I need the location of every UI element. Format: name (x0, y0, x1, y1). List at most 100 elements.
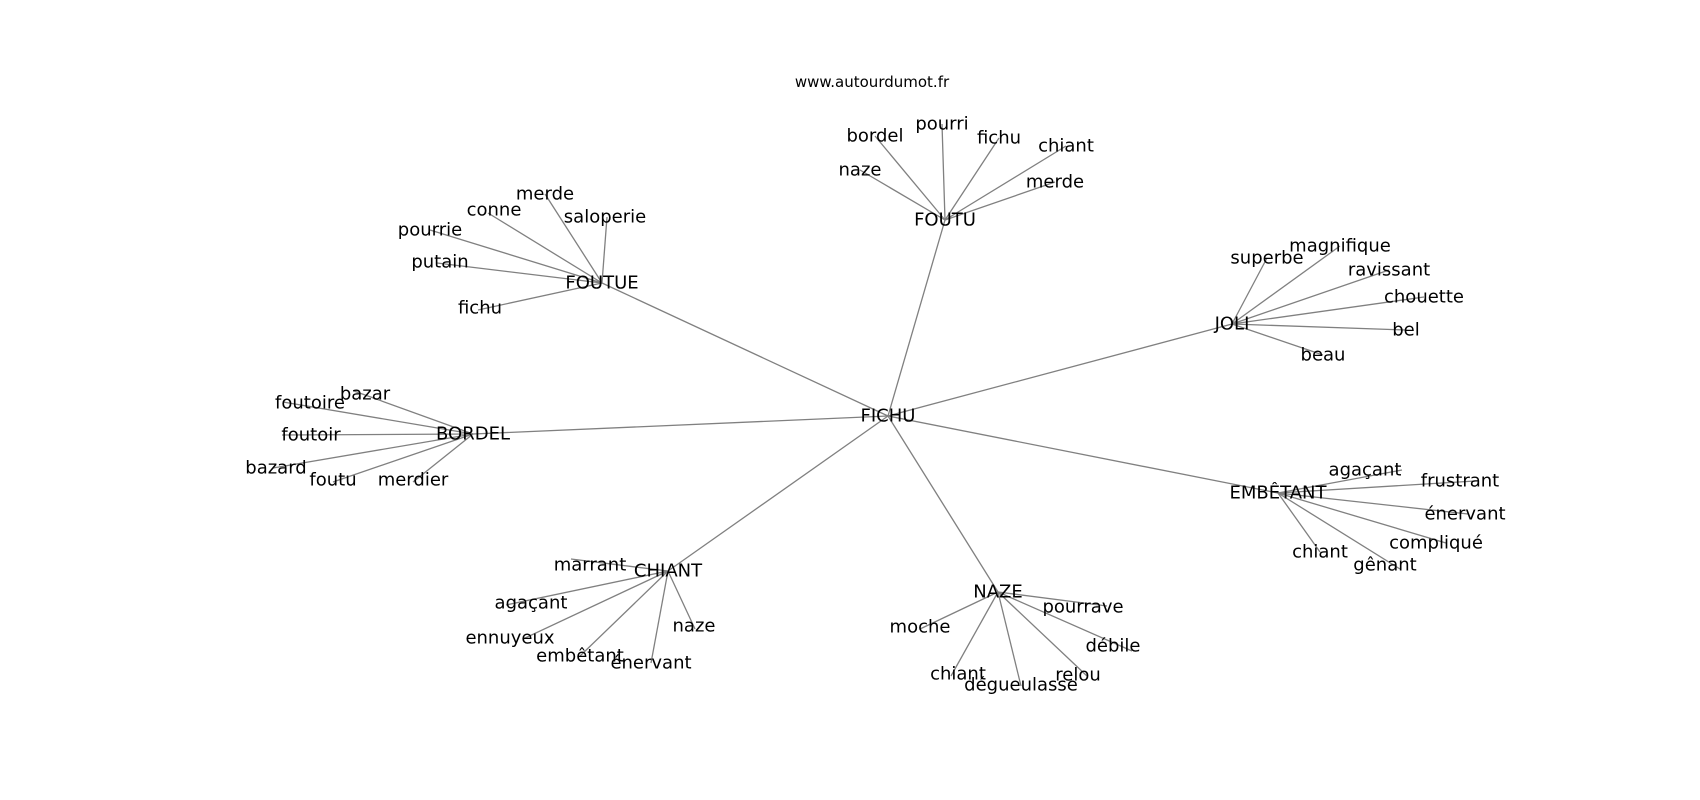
edge-embetant-leaf (1277, 469, 1403, 494)
edge-joli-leaf (1231, 323, 1324, 356)
leaf-word-chiant[interactable]: énervant (610, 653, 691, 674)
edge-naze-leaf (997, 591, 1022, 687)
leaf-word-naze[interactable]: moche (890, 617, 951, 638)
edge-chiant-leaf (579, 570, 669, 657)
labels: www.autourdumot.fr FICHU naze bordel pourr… (245, 73, 1505, 696)
edge-joli-leaf (1231, 296, 1425, 325)
edge-chiant-leaf (570, 558, 669, 572)
leaf-word-embetant[interactable]: chiant (1292, 542, 1348, 563)
edge-center-foutue (601, 282, 889, 417)
edge-center-naze (887, 415, 999, 593)
leaf-word-foutu[interactable]: naze (839, 160, 882, 181)
cluster-word-joli[interactable]: JOLI (1214, 314, 1250, 335)
edge-center-chiant (667, 415, 889, 572)
leaf-word-foutue[interactable]: putain (411, 252, 468, 273)
leaf-word-foutu[interactable]: fichu (977, 128, 1021, 149)
leaf-word-chiant[interactable]: marrant (554, 555, 627, 576)
leaf-word-foutue[interactable]: merde (516, 184, 574, 205)
leaf-word-joli[interactable]: bel (1392, 320, 1420, 341)
leaf-word-chiant[interactable]: embêtant (536, 646, 624, 667)
edge-naze-leaf (997, 591, 1133, 652)
cluster-word-naze[interactable]: NAZE (973, 582, 1022, 603)
cluster-word-embetant[interactable]: EMBÊTANT (1230, 482, 1328, 504)
edge-chiant-leaf (505, 570, 669, 606)
leaf-word-joli[interactable]: ravissant (1348, 260, 1430, 281)
leaf-word-joli[interactable]: magnifique (1289, 236, 1391, 257)
leaf-word-embetant[interactable]: frustrant (1421, 471, 1499, 492)
edge-joli-leaf (1231, 269, 1390, 325)
leaf-word-foutu[interactable]: chiant (1038, 136, 1094, 157)
leaf-word-foutue[interactable]: conne (467, 200, 522, 221)
leaf-word-naze[interactable]: relou (1055, 665, 1101, 686)
cluster-word-foutue[interactable]: FOUTUE (565, 273, 638, 294)
edge-foutu-leaf (859, 169, 946, 221)
edge-chiant-leaf (522, 570, 669, 640)
edge-joli-leaf (1231, 323, 1407, 331)
leaf-word-embetant[interactable]: gênant (1353, 555, 1416, 576)
leaf-word-foutue[interactable]: saloperie (564, 207, 646, 228)
edge-joli-leaf (1231, 257, 1268, 325)
edge-bordel-leaf (282, 401, 474, 435)
leaf-word-joli[interactable]: superbe (1230, 248, 1303, 269)
cluster-word-chiant[interactable]: CHIANT (634, 561, 703, 582)
edge-foutu-leaf (944, 145, 1067, 221)
edge-bordel-leaf (332, 433, 474, 483)
leaf-word-chiant[interactable]: naze (673, 616, 716, 637)
edge-bordel-leaf (353, 390, 474, 435)
edge-bordel-leaf (272, 433, 474, 469)
edge-embetant-leaf (1277, 492, 1469, 515)
leaf-word-embetant[interactable]: agaçant (1329, 460, 1402, 481)
edge-embetant-leaf (1277, 492, 1321, 553)
leaf-word-bordel[interactable]: foutu (309, 470, 356, 491)
edge-naze-leaf (997, 591, 1088, 677)
leaf-word-joli[interactable]: chouette (1384, 287, 1464, 308)
leaf-word-bordel[interactable]: bazard (245, 458, 306, 479)
leaf-word-chiant[interactable]: ennuyeux (465, 628, 554, 649)
leaf-word-bordel[interactable]: foutoir (281, 425, 341, 446)
edge-foutue-leaf (544, 193, 603, 284)
leaf-word-bordel[interactable]: foutoire (275, 393, 345, 414)
edge-foutue-leaf (487, 212, 603, 284)
leaf-word-chiant[interactable]: agaçant (495, 593, 568, 614)
edge-bordel-leaf (412, 433, 474, 483)
edge-foutue-leaf (601, 216, 608, 284)
edge-naze-leaf (950, 591, 999, 677)
site-credit: www.autourdumot.fr (795, 73, 950, 91)
edge-foutue-leaf (429, 229, 603, 284)
edge-foutue-leaf (436, 262, 603, 284)
edge-foutu-leaf (941, 123, 946, 221)
edges (272, 123, 1476, 687)
edge-naze-leaf (919, 591, 999, 630)
edge-chiant-leaf (650, 570, 669, 664)
edge-center-bordel (472, 415, 889, 435)
edge-center-foutu (887, 219, 946, 417)
leaf-word-embetant[interactable]: énervant (1424, 504, 1505, 525)
edge-bordel-leaf (281, 433, 474, 436)
leaf-word-foutu[interactable]: bordel (846, 126, 903, 147)
leaf-word-joli[interactable]: beau (1301, 345, 1346, 366)
edge-joli-leaf (1231, 245, 1341, 325)
leaf-word-bordel[interactable]: merdier (378, 470, 449, 491)
edge-embetant-leaf (1277, 492, 1447, 544)
leaf-word-bordel[interactable]: bazar (340, 384, 391, 405)
edge-naze-leaf (997, 591, 1108, 607)
edge-foutu-leaf (944, 181, 1056, 221)
edge-foutue-leaf (477, 282, 603, 311)
leaf-word-naze[interactable]: dégueulasse (964, 675, 1078, 696)
leaf-word-naze[interactable]: chiant (930, 664, 986, 685)
leaf-word-foutu[interactable]: pourri (915, 114, 968, 135)
edge-embetant-leaf (1277, 492, 1401, 570)
center-word[interactable]: FICHU (861, 406, 916, 427)
edge-foutu-leaf (874, 135, 946, 221)
leaf-word-naze[interactable]: pourrave (1042, 597, 1123, 618)
edge-center-joli (887, 323, 1233, 417)
leaf-word-foutue[interactable]: fichu (458, 298, 502, 319)
cluster-word-foutu[interactable]: FOUTU (914, 210, 976, 231)
cluster-word-bordel[interactable]: BORDEL (436, 424, 510, 445)
leaf-word-foutu[interactable]: merde (1026, 172, 1084, 193)
leaf-word-foutue[interactable]: pourrie (398, 220, 462, 241)
leaf-word-naze[interactable]: débile (1085, 636, 1140, 657)
edge-center-embetant (887, 415, 1279, 494)
leaf-word-embetant[interactable]: compliqué (1389, 533, 1483, 554)
